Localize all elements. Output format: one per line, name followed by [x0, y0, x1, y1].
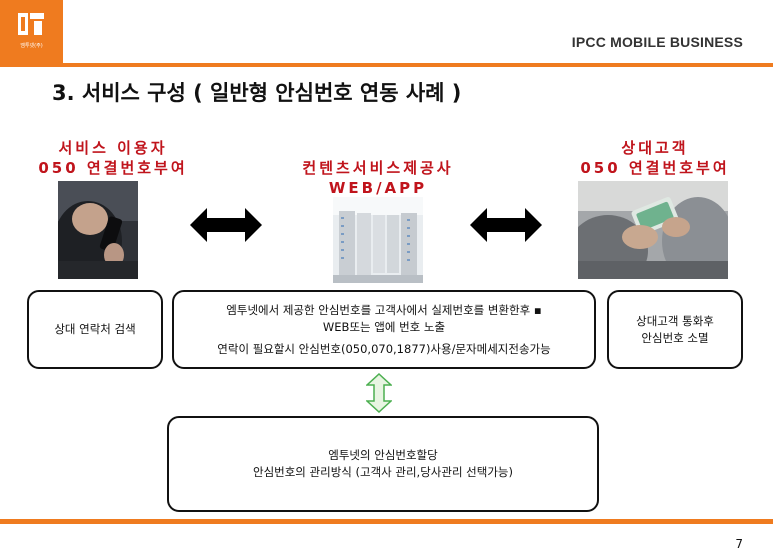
- right-label: 상대고객 050 연결번호부여: [560, 138, 750, 178]
- logo-text: 엠투넷(주): [20, 43, 43, 49]
- company-logo: 엠투넷(주): [0, 0, 63, 63]
- double-arrow-right-icon: [470, 208, 542, 242]
- right-box-line2: 안심번호 소멸: [641, 330, 709, 345]
- bottom-info-box: 엠투넷의 안심번호할당 안심번호의 관리방식 (고객사 관리,당사관리 선택가능…: [167, 416, 599, 512]
- vertical-double-arrow-icon: [366, 373, 392, 413]
- center-info-box: 엠투넷에서 제공한 안심번호를 고객사에서 실제번호를 변환한후 ▪ WEB또는…: [172, 290, 596, 369]
- double-arrow-left-icon: [190, 208, 262, 242]
- center-box-line3: 연락이 필요할시 안심번호(050,070,1877)사용/문자메세지전송가능: [217, 341, 551, 356]
- bottom-box-line1: 엠투넷의 안심번호할당: [328, 448, 438, 462]
- header-title: IPCC MOBILE BUSINESS: [571, 34, 743, 50]
- right-box-line1: 상대고객 통화후: [636, 313, 714, 328]
- logo-mark-icon: [18, 13, 44, 35]
- right-info-box: 상대고객 통화후 안심번호 소멸: [607, 290, 743, 369]
- top-divider: [0, 63, 773, 67]
- center-box-line1: 엠투넷에서 제공한 안심번호를 고객사에서 실제번호를 변환한후 ▪: [226, 302, 542, 317]
- page-number: 7: [735, 537, 743, 551]
- left-label-line1: 서비스 이용자: [58, 139, 168, 157]
- bottom-divider: [0, 519, 773, 524]
- left-info-box: 상대 연락처 검색: [27, 290, 163, 369]
- left-box-text: 상대 연락처 검색: [54, 322, 136, 336]
- center-box-line2: WEB또는 앱에 번호 노출: [322, 319, 446, 334]
- server-room-photo: [333, 197, 423, 283]
- center-label-line2: WEB/APP: [328, 179, 428, 197]
- center-label: 컨텐츠서비스제공사 WEB/APP: [273, 158, 483, 198]
- slide-title: 3. 서비스 구성 ( 일반형 안심번호 연동 사례 ): [52, 81, 462, 105]
- bottom-box-line2: 안심번호의 관리방식 (고객사 관리,당사관리 선택가능): [252, 465, 513, 479]
- user-phone-photo: [58, 181, 138, 279]
- right-label-line2: 050 연결번호부여: [580, 159, 730, 177]
- customer-phone-photo: [578, 181, 728, 279]
- center-label-line1: 컨텐츠서비스제공사: [302, 159, 454, 177]
- left-label: 서비스 이용자 050 연결번호부여: [18, 138, 208, 178]
- right-label-line1: 상대고객: [621, 139, 689, 157]
- left-label-line2: 050 연결번호부여: [38, 159, 188, 177]
